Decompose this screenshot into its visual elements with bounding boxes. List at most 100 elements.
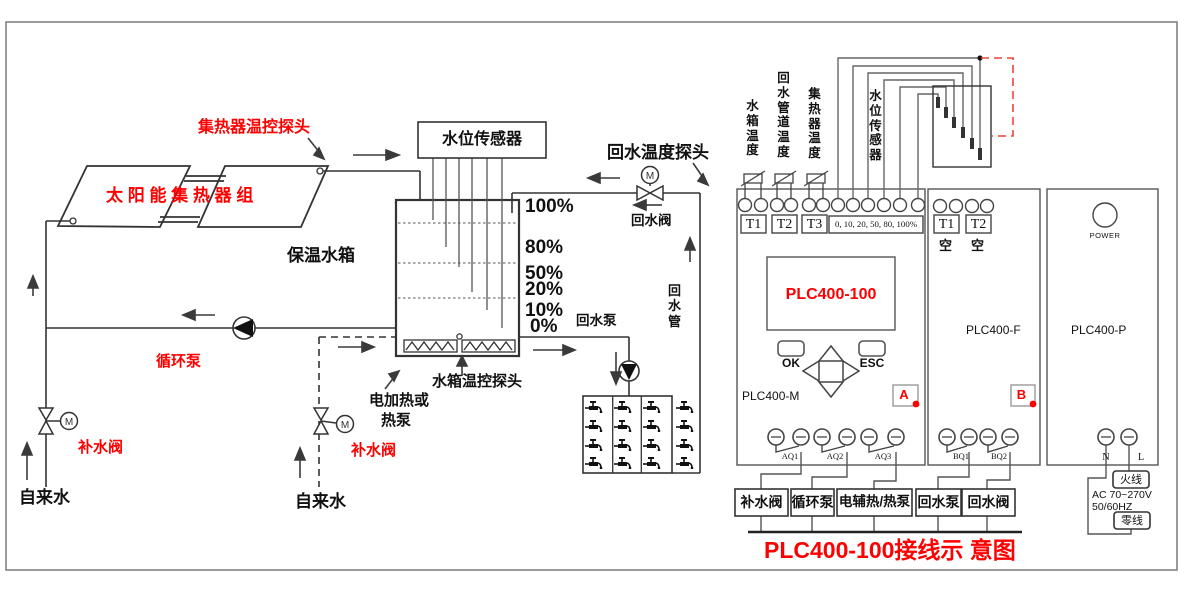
level-sensor-box: [417, 121, 547, 159]
wire-junction-dot: [977, 55, 983, 61]
output-wiring: [748, 445, 1132, 535]
level-0: 0%: [530, 316, 558, 337]
neutral-wire: [1087, 445, 1132, 535]
page-border: [5, 21, 1178, 571]
circulation-pump: [232, 316, 256, 340]
input-col-tank-temp: 水箱温度: [746, 99, 759, 158]
pipe-return-loop: [511, 192, 701, 473]
water-tank: [394, 158, 521, 358]
aq3-label: AQ3: [874, 451, 892, 461]
input-col-level-sensor: 水位传感器: [869, 89, 882, 162]
level-sensor-wiring: [837, 57, 981, 198]
return-pump: [618, 360, 640, 382]
aq2-label: AQ2: [826, 451, 844, 461]
power-indicator: [1092, 202, 1118, 228]
esc-button-label: ESC: [859, 356, 885, 370]
aq1-label: AQ1: [781, 451, 799, 461]
f-empty-1-label: 空: [939, 238, 953, 253]
power-label: POWER: [1089, 231, 1121, 240]
module-m-name: PLC400-M: [742, 389, 800, 403]
key-up: [817, 344, 845, 362]
f-terminal-t1-label: T1: [938, 217, 955, 232]
output-label-aux-heat: 电辅热/热泵: [838, 494, 911, 509]
level-sensor-label: 水位传感器: [441, 131, 522, 148]
output-label-makeup-valve: 补水阀: [740, 494, 783, 510]
red-dashed-wire: [981, 57, 1014, 137]
return-pipe-label: 回水管: [667, 283, 681, 329]
heater-label-line1: 电加热或: [369, 392, 430, 409]
bq1-label: BQ1: [952, 451, 970, 461]
marker-a-label: A: [899, 387, 909, 402]
f-terminal-t2-label: T2: [970, 217, 987, 232]
marker-b-dot: [1029, 400, 1037, 408]
heater-label-line2: 热泵: [381, 412, 412, 429]
tap-water-1-label: 自来水: [19, 488, 70, 507]
pipe-collector-to-tank: [323, 170, 421, 200]
key-down: [817, 381, 845, 399]
valve-m-letter: M: [65, 417, 73, 428]
key-left: [801, 359, 820, 383]
module-m-outline: [736, 188, 926, 466]
f-empty-2-label: 空: [971, 238, 985, 253]
return-probe-label: 回水温度探头: [607, 143, 709, 162]
marker-a-dot: [912, 400, 920, 408]
l-terminal-label: L: [1137, 452, 1145, 463]
pipe-tank-to-taps: [519, 336, 630, 396]
module-m-face: [766, 256, 920, 408]
n-terminal-label: N: [1102, 452, 1110, 463]
plc-modules: [736, 188, 1159, 466]
valve-m-letter: M: [341, 420, 349, 431]
ok-button-shape: [777, 340, 805, 357]
return-valve: [636, 165, 664, 202]
valve-motor-letters: M M M: [65, 171, 654, 431]
terminal-t3-label: T3: [806, 217, 823, 232]
flow-arrows: [20, 137, 710, 480]
input-col-return-temp: 回水管道温度: [777, 71, 790, 159]
module-f-name: PLC400-F: [966, 323, 1021, 337]
ac-rating-line2: 50/60HZ: [1092, 501, 1133, 513]
level-50: 50%: [525, 263, 564, 284]
arrow-keypad: [801, 344, 861, 399]
pipe-left-riser: [45, 220, 70, 487]
collector-probe-label: 集热器温控探头: [198, 119, 311, 136]
output-label-return-valve: 回水阀: [967, 494, 1010, 510]
makeup-valve-1: [37, 407, 79, 435]
ok-button-label: OK: [782, 356, 800, 370]
output-label-circ-pump: 循环泵: [791, 494, 834, 510]
bq2-label: BQ2: [990, 451, 1008, 461]
valve-m-letter: M: [646, 171, 654, 182]
relay-contact-symbols: [775, 445, 1009, 453]
solar-collector: [56, 165, 330, 228]
module-f-face: [932, 198, 1037, 408]
pipes: [45, 170, 701, 487]
circulation-pump-label: 循环泵: [156, 353, 202, 370]
return-pump-label: 回水泵: [576, 313, 617, 328]
terminal-levels-label: 0, 10, 20, 50, 80, 100%: [834, 219, 918, 229]
collector-label: 太 阳 能 集 热 器 组: [106, 186, 254, 205]
terminal-t1-label: T1: [745, 217, 762, 232]
tank-probe-label: 水箱温控探头: [432, 373, 523, 390]
level-80: 80%: [525, 237, 564, 258]
key-right: [842, 359, 861, 383]
faucet-grid: [582, 395, 694, 474]
ac-rating-line1: AC 70~270V: [1092, 489, 1152, 501]
input-col-collector-temp: 集热器温度: [808, 87, 821, 160]
tank-probe-point: [456, 333, 463, 340]
module-p-outline: [1046, 188, 1159, 466]
terminal-t2-label: T2: [776, 217, 793, 232]
live-wire-label: 火线: [1120, 474, 1142, 486]
makeup-valve-2: [312, 407, 355, 435]
collector-outlet-port: [316, 167, 324, 175]
input-terminals-m: [737, 197, 926, 234]
diagram-title: PLC400-100接线示 意图: [764, 537, 1016, 563]
module-f-outline: [927, 188, 1041, 466]
level-100: 100%: [525, 196, 574, 217]
module-p-name: PLC400-P: [1071, 323, 1127, 337]
marker-a-box: [892, 384, 919, 407]
heating-elements: [403, 333, 516, 353]
plc-display-text: PLC400-100: [785, 286, 877, 303]
probe-tips: [936, 97, 982, 160]
esc-button-shape: [858, 340, 886, 357]
